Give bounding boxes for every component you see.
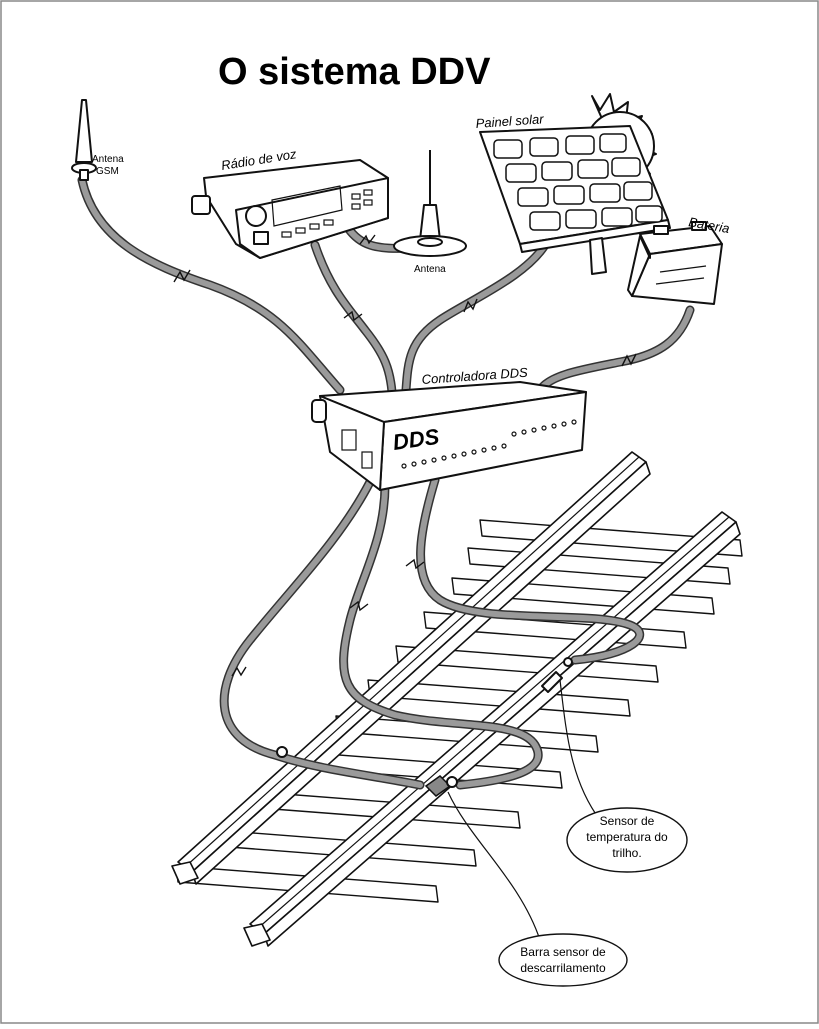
- solar-panel-label: Painel solar: [475, 111, 544, 131]
- callout-bar-line1: Barra sensor de: [520, 945, 606, 959]
- derailment-bar-sensor-icon: [276, 746, 458, 797]
- cables: [77, 175, 695, 790]
- battery-label: Bateria: [687, 214, 730, 236]
- callout-bar-line2: descarrilamento: [520, 961, 606, 975]
- page-title: O sistema DDV: [218, 51, 491, 93]
- rail-temperature-sensor-icon: [541, 657, 573, 693]
- gsm-antenna-label-line2: GSM: [96, 166, 119, 177]
- railway-track: [171, 451, 743, 947]
- voice-radio-icon: [191, 159, 389, 259]
- gsm-antenna-icon: [71, 99, 97, 181]
- antenna-label: Antena: [414, 264, 446, 275]
- solar-cells: [493, 133, 663, 231]
- controller-label: Controladora DDS: [421, 365, 528, 387]
- left-rail: [171, 451, 651, 885]
- callout-temp-line1: Sensor de: [600, 814, 655, 828]
- callout-temp-line3: trilho.: [612, 846, 641, 860]
- temp-sensor-leader: [559, 679, 601, 821]
- callout-rail-temp-sensor: Sensor de temperatura do trilho.: [566, 807, 688, 873]
- callout-temp-line2: temperatura do: [586, 830, 668, 844]
- radio-buttons: [281, 189, 373, 238]
- callout-derailment-bar: Barra sensor de descarrilamento: [498, 933, 628, 987]
- controller-icon: [311, 381, 587, 491]
- cable-break-marks: [173, 234, 637, 677]
- derailment-bar-leader: [447, 791, 541, 941]
- gsm-antenna-label-line1: Antena: [92, 154, 124, 165]
- battery-icon: [627, 221, 723, 305]
- antenna-icon: [393, 150, 467, 257]
- controller-leds: [401, 419, 577, 469]
- solar-panel-icon: [479, 125, 671, 275]
